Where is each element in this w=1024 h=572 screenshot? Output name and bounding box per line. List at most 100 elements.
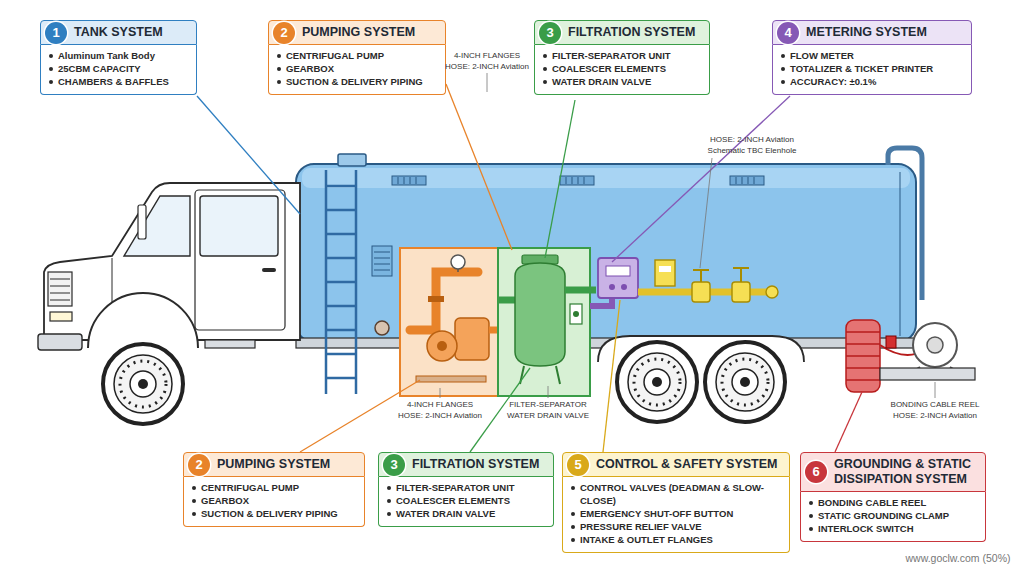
callout-header: METERING SYSTEM bbox=[772, 20, 972, 45]
number-text: 4 bbox=[784, 25, 791, 40]
leader-line bbox=[612, 96, 790, 262]
callout-title: METERING SYSTEM bbox=[806, 25, 927, 39]
fuel-tank bbox=[338, 154, 366, 166]
fuel-tank bbox=[296, 154, 916, 342]
bullet-item: 25CBM CAPACITY bbox=[48, 62, 189, 75]
wheel bbox=[103, 344, 183, 424]
number-text: 2 bbox=[195, 457, 202, 472]
filter-cabinet bbox=[498, 248, 596, 396]
control-valves bbox=[655, 260, 675, 286]
annotation-label: HOSE: 2-INCH Aviation bbox=[398, 411, 482, 421]
callout-body: CENTRIFUGAL PUMPGEARBOXSUCTION & DELIVER… bbox=[183, 477, 365, 527]
callout-number: 3 bbox=[383, 454, 405, 476]
bullet-item: FLOW METER bbox=[780, 49, 964, 62]
leader-line bbox=[603, 300, 620, 452]
ladder bbox=[326, 257, 356, 260]
bullet-item: ACCURACY: ±0.1% bbox=[780, 75, 964, 88]
callout-number: 4 bbox=[777, 22, 799, 44]
hose-reel bbox=[886, 336, 896, 348]
callout-title: GROUNDING & STATIC DISSIPATION SYSTEM bbox=[834, 457, 971, 486]
hose-reel bbox=[846, 332, 880, 380]
ladder bbox=[326, 305, 356, 308]
wheel bbox=[617, 342, 697, 422]
truck-cab bbox=[48, 272, 72, 306]
flow-meter bbox=[590, 258, 638, 306]
annotation-label: Schematic TBC Elenhole bbox=[708, 146, 797, 156]
hose-reel bbox=[846, 320, 975, 392]
wheel bbox=[628, 353, 686, 411]
number-text: 1 bbox=[52, 25, 59, 40]
flow-meter bbox=[609, 284, 615, 290]
ladder bbox=[326, 281, 356, 284]
truck-cab bbox=[205, 340, 255, 348]
callout-body: FILTER-SEPARATOR UNITCOALESCER ELEMENTSW… bbox=[534, 45, 710, 95]
callout-number: 2 bbox=[273, 22, 295, 44]
filter-cabinet bbox=[498, 248, 590, 396]
callout-title: CONTROL & SAFETY SYSTEM bbox=[596, 457, 778, 471]
number-text: 3 bbox=[546, 25, 553, 40]
control-valves bbox=[693, 270, 709, 282]
tank-vent bbox=[372, 246, 392, 276]
control-valves bbox=[732, 282, 750, 302]
bullet-item: SUCTION & DELIVERY PIPING bbox=[191, 507, 357, 520]
filter-cabinet bbox=[515, 263, 565, 366]
bullet-item: WATER DRAIN VALVE bbox=[386, 507, 546, 520]
bullet-item: Aluminum Tank Body bbox=[48, 49, 189, 62]
annotation-label: WATER DRAIN VALVE bbox=[507, 411, 589, 421]
hose-reel bbox=[880, 368, 975, 380]
bullet-item: FILTER-SEPARATOR UNIT bbox=[386, 481, 546, 494]
wheel bbox=[644, 369, 670, 395]
filter-cabinet bbox=[498, 297, 516, 304]
truck-cab bbox=[124, 196, 190, 256]
callout-body: Aluminum Tank Body25CBM CAPACITYCHAMBERS… bbox=[40, 45, 197, 95]
bullet-item: CONTROL VALVES (DEADMAN & SLOW-CLOSE) bbox=[570, 481, 782, 507]
leader-line bbox=[700, 158, 712, 268]
truck-cab bbox=[50, 279, 70, 300]
pump-cabinet bbox=[457, 269, 459, 272]
pump-cabinet bbox=[416, 376, 486, 382]
tank-vent bbox=[398, 177, 416, 184]
filter-cabinet bbox=[565, 287, 596, 294]
wheel bbox=[722, 359, 768, 405]
watermark: www.goclw.com (50%) bbox=[905, 552, 1010, 565]
tank-gauge bbox=[375, 321, 389, 335]
wheel bbox=[705, 342, 785, 422]
control-valves bbox=[766, 286, 778, 298]
annotation-label: 4-INCH FLANGES bbox=[454, 51, 520, 61]
leader-line bbox=[446, 84, 512, 250]
bullet-item: GEARBOX bbox=[191, 494, 357, 507]
callout-number: 5 bbox=[567, 454, 589, 476]
truck-cab bbox=[38, 334, 82, 350]
tank-vent bbox=[392, 176, 426, 185]
filter-cabinet bbox=[570, 304, 582, 324]
filter-cabinet bbox=[520, 366, 560, 384]
control-valves bbox=[692, 282, 710, 302]
bullet-item: COALESCER ELEMENTS bbox=[542, 62, 702, 75]
fuel-tank bbox=[302, 168, 910, 188]
callout-title: TANK SYSTEM bbox=[74, 25, 163, 39]
annotation-label: BONDING CABLE REEL bbox=[891, 400, 980, 410]
truck-cab bbox=[262, 268, 276, 272]
callout-box: PUMPING SYSTEMCENTRIFUGAL PUMPGEARBOXSUC… bbox=[183, 452, 365, 527]
callout-box: METERING SYSTEMFLOW METERTOTALIZER & TIC… bbox=[772, 20, 972, 95]
wheel bbox=[634, 359, 680, 405]
hose-reel bbox=[846, 320, 880, 392]
bullet-item: INTAKE & OUTLET FLANGES bbox=[570, 533, 782, 546]
truck-cab bbox=[50, 312, 72, 321]
annotation-label: HOSE: 2-INCH Aviation bbox=[893, 411, 977, 421]
bullet-item: COALESCER ELEMENTS bbox=[386, 494, 546, 507]
ladder bbox=[326, 353, 356, 356]
wheel bbox=[652, 377, 662, 387]
callout-body: FILTER-SEPARATOR UNITCOALESCER ELEMENTSW… bbox=[378, 477, 554, 527]
callout-number: 3 bbox=[539, 22, 561, 44]
callout-title: FILTRATION SYSTEM bbox=[412, 457, 539, 471]
pump-cabinet bbox=[400, 248, 500, 396]
control-valves bbox=[659, 266, 671, 272]
callout-title: PUMPING SYSTEM bbox=[302, 25, 415, 39]
wheel bbox=[732, 369, 758, 395]
filter-cabinet bbox=[573, 311, 579, 317]
bullet-item: PRESSURE RELIEF VALVE bbox=[570, 520, 782, 533]
wheel bbox=[130, 371, 156, 397]
ladder bbox=[326, 185, 356, 188]
callout-box: GROUNDING & STATIC DISSIPATION SYSTEMBON… bbox=[800, 452, 986, 542]
